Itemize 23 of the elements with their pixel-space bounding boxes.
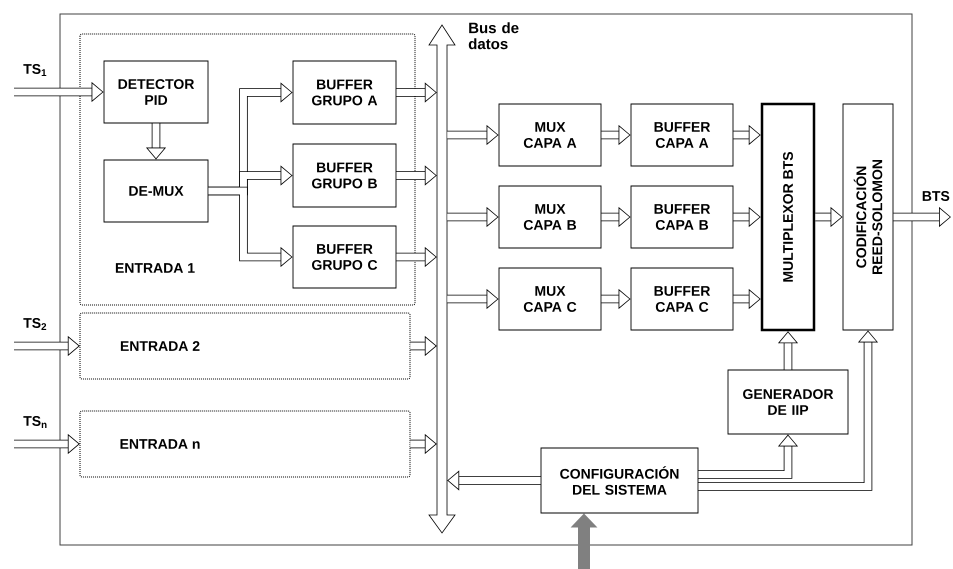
buffer-box: BUFFER GRUPO B [292, 144, 396, 208]
edge-label: TS$_{2}$ [23, 318, 46, 330]
buffer-box: BUFFER CAPA C [630, 268, 734, 330]
multiplexer-box: MULTIPLEXOR BTS [760, 102, 816, 332]
bus-label: Bus de datos [468, 22, 519, 50]
edge-label: TS$_{1}$ [23, 64, 46, 76]
generator-box: GENERADOR DE IIP [728, 370, 848, 434]
edge-label: TS$_{n}$ [23, 416, 46, 428]
edge-label: BTS [922, 191, 950, 201]
input-group-box: ENTRADA 2 [80, 312, 410, 380]
buffer-box: BUFFER CAPA A [630, 104, 734, 166]
mux-box: MUX CAPA C [498, 268, 602, 330]
configuration-box: CONFIGURACIÓN DEL SISTEMA [540, 448, 698, 514]
data-bus-arrow [428, 24, 456, 534]
buffer-box: BUFFER CAPA B [630, 186, 734, 248]
buffer-box: BUFFER GRUPO C [292, 226, 396, 288]
process-box: DETECTOR PID [104, 60, 208, 124]
mux-box: MUX CAPA B [498, 186, 602, 248]
mux-box: MUX CAPA A [498, 104, 602, 166]
input-group-box: ENTRADA n [80, 410, 410, 478]
buffer-box: BUFFER GRUPO A [292, 60, 396, 124]
process-box: DE-MUX [104, 160, 208, 222]
encoder-box: CODIFICACIÓN REED-SOLOMON [842, 104, 894, 330]
